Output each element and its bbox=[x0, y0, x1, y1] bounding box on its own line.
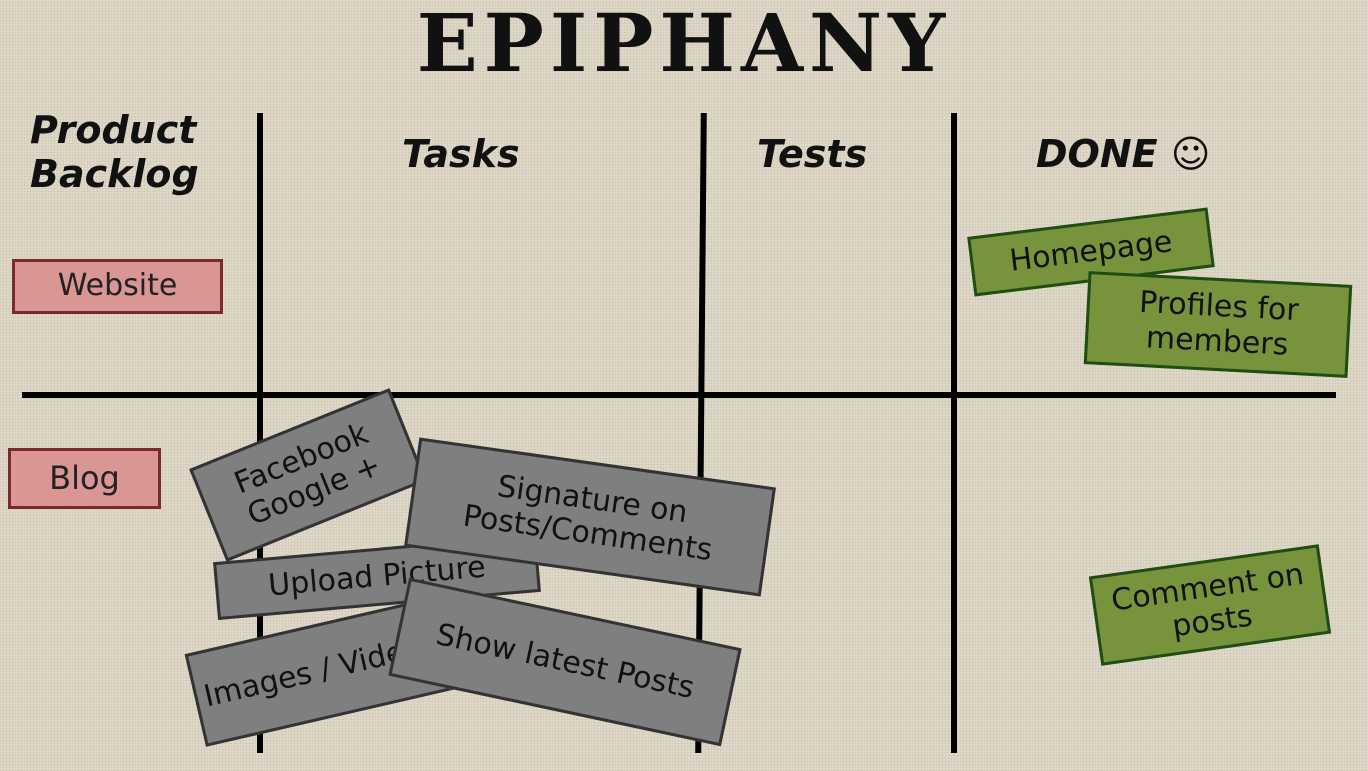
done-note-comment[interactable]: Comment on posts bbox=[1088, 544, 1332, 666]
row-divider bbox=[22, 392, 1336, 398]
header-tests: Tests bbox=[757, 132, 868, 176]
header-tasks: Tasks bbox=[402, 132, 520, 176]
backlog-note-blog[interactable]: Blog bbox=[8, 448, 161, 509]
board-title: EPIPHANY bbox=[416, 0, 952, 90]
header-done: DONE ☺ bbox=[1036, 132, 1211, 176]
column-divider-tests-done bbox=[951, 113, 957, 753]
done-note-profiles[interactable]: Profiles for members bbox=[1083, 271, 1353, 378]
header-product-backlog: Product Backlog bbox=[30, 108, 199, 196]
column-divider-backlog-tasks bbox=[257, 113, 263, 753]
task-note-show-latest-posts[interactable]: Show latest Posts bbox=[388, 577, 742, 747]
backlog-note-website[interactable]: Website bbox=[12, 259, 223, 314]
task-note-facebook-google[interactable]: Facebook Google + bbox=[189, 388, 427, 562]
